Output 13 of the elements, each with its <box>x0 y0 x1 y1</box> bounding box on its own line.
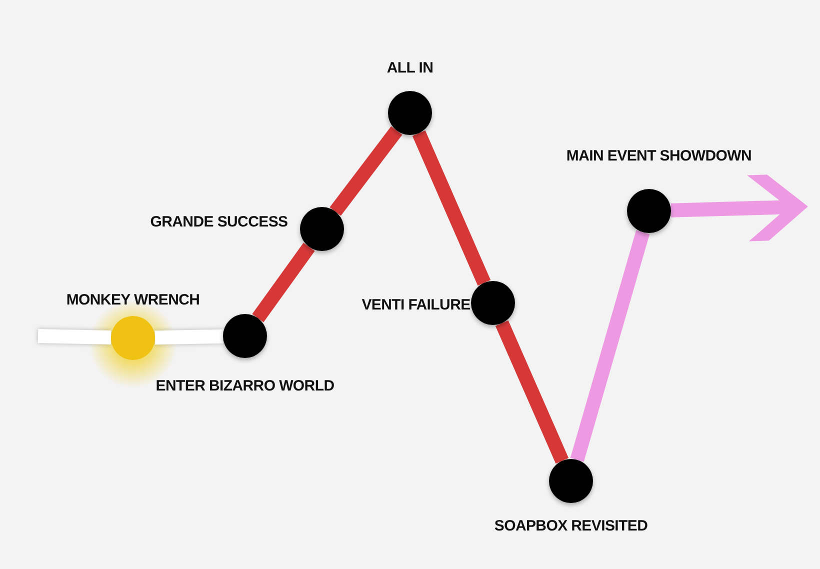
milestone-label: ENTER BIZARRO WORLD <box>156 378 334 394</box>
connector <box>495 320 569 464</box>
milestone-label: GRANDE SUCCESS <box>150 214 288 230</box>
milestone-label: MAIN EVENT SHOWDOWN <box>566 148 752 164</box>
milestone-label: ALL IN <box>386 60 434 76</box>
connector <box>412 130 491 286</box>
connector <box>252 242 315 322</box>
connector <box>570 230 650 462</box>
milestone-label: SOAPBOX REVISITED <box>494 518 648 534</box>
milestone-label: MONKEY WRENCH <box>66 292 200 308</box>
milestone-label: VENTI FAILURE <box>362 296 470 314</box>
connector <box>330 126 402 216</box>
connector <box>670 174 808 242</box>
